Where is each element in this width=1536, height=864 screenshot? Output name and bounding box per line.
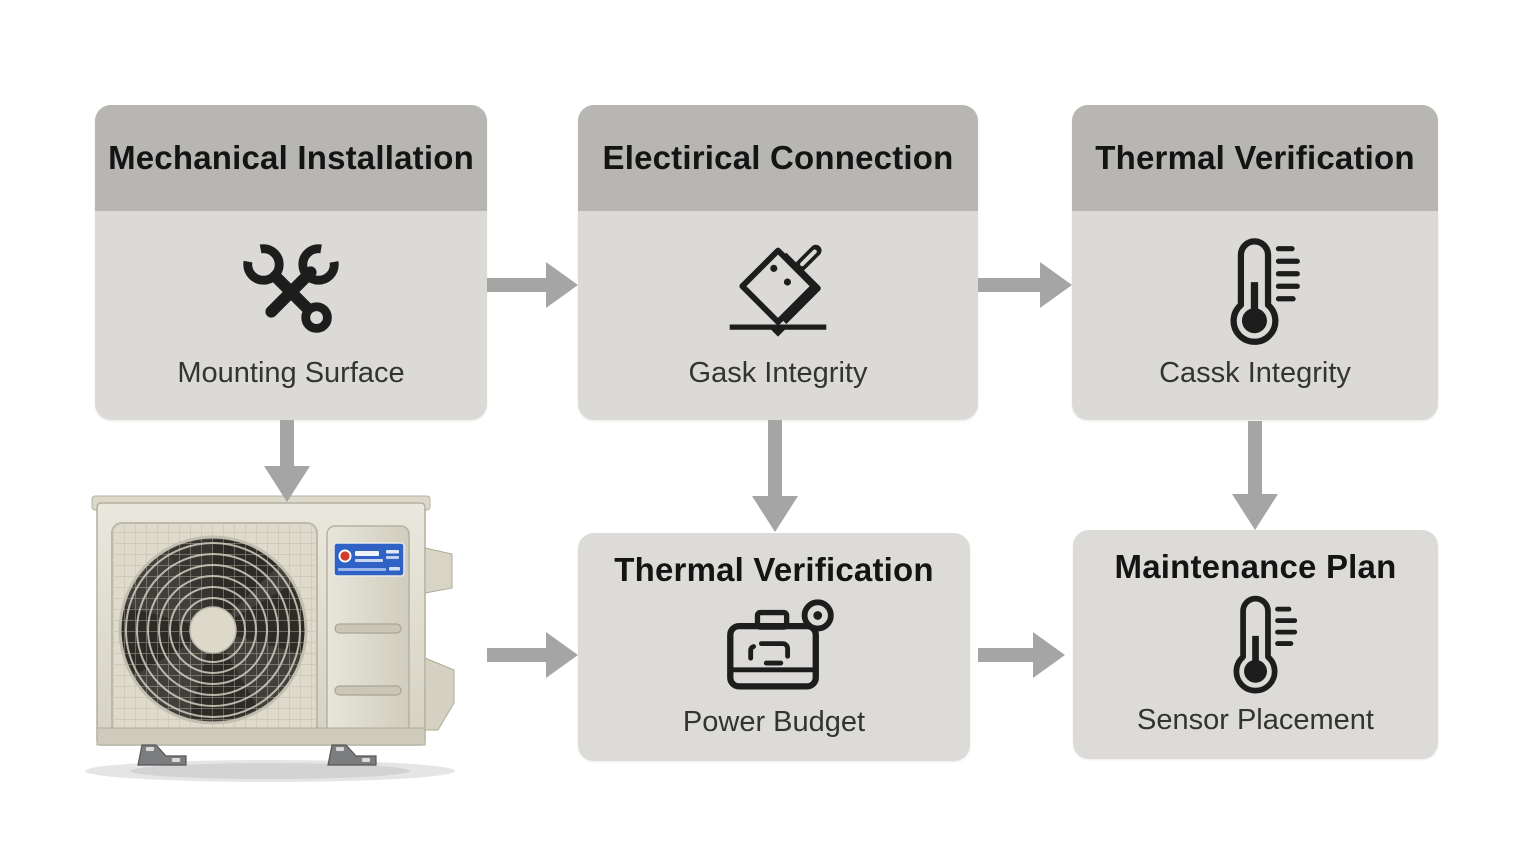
brand-label-sticker [333,542,405,577]
node-title: Thermal Verification [1095,139,1415,176]
outdoor-ac-condenser-photo [85,495,455,782]
node-header-band: Electirical Connection [578,105,978,211]
node-title: Maintenance Plan [1114,548,1397,585]
node-body: Mounting Surface [95,211,487,420]
arrow-thermal-top-to-maintenance [1232,421,1278,530]
node-title: Electirical Connection [602,139,954,176]
arrow-thermal-bottom-to-maintenance [978,632,1065,678]
node-thermal-verification-bottom: Thermal Verification Power Budget [578,533,970,761]
thermometer-icon [1205,227,1305,357]
thermometer-icon [1210,586,1302,704]
node-body: Cassk Integrity [1072,211,1438,420]
arrow-mechanical-to-electrical [487,262,578,308]
node-maintenance-plan: Maintenance Plan Sensor Placement [1073,530,1438,759]
node-title: Thermal Verification [614,551,934,588]
node-sub-label: Gask Integrity [688,357,868,389]
node-sub-label: Sensor Placement [1137,704,1374,736]
node-sub-label: Power Budget [682,706,866,738]
node-electrical-connection: Electirical Connection Gask Integrity [578,105,978,420]
node-header-band: Mechanical Installation [95,105,487,211]
electrical-junction-icon [715,227,841,357]
arrow-electrical-to-thermal-top [978,262,1072,308]
node-sub-label: Mounting Surface [177,357,405,389]
power-module-icon [710,589,838,706]
node-sub-label: Cassk Integrity [1159,357,1351,389]
arrow-electrical-to-thermal-bottom [752,420,798,532]
node-thermal-verification-top: Thermal Verification Cassk Integ [1072,105,1438,420]
node-header-band: Thermal Verification [1072,105,1438,211]
node-title: Mechanical Installation [108,139,474,176]
arrow-ac-unit-to-thermal-bottom [487,632,578,678]
node-mechanical-installation: Mechanical Installation Mounting Surfa [95,105,487,420]
crossed-wrenches-icon [230,227,352,357]
node-body: Gask Integrity [578,211,978,420]
arrow-mechanical-to-ac-unit [264,420,310,502]
